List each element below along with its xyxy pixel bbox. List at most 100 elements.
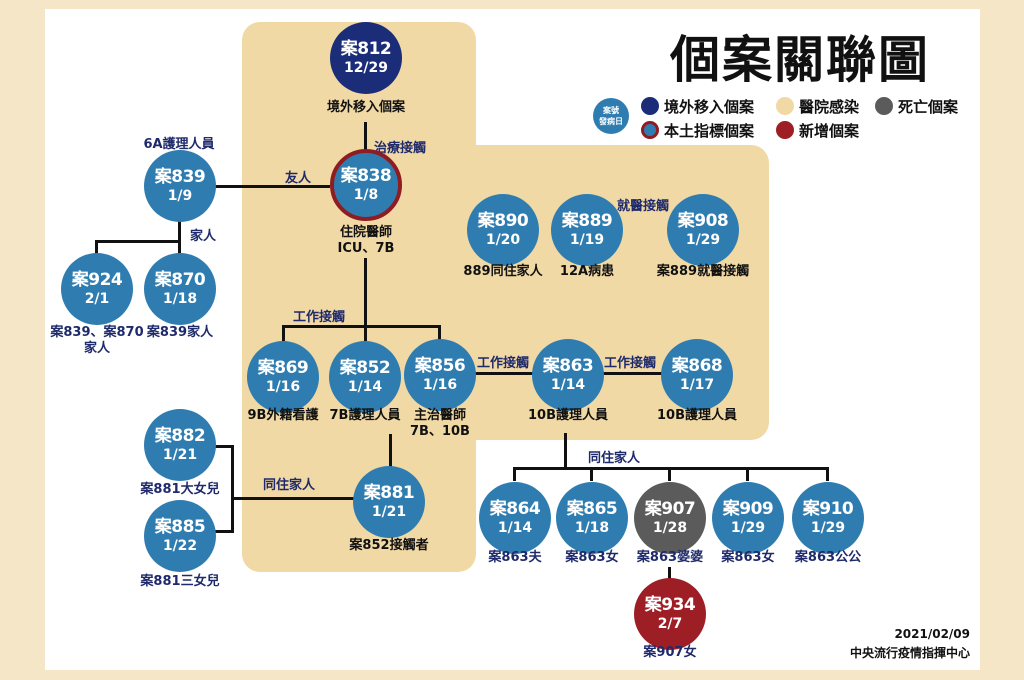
case-id: 案881 bbox=[363, 483, 415, 503]
legend-new-case-icon bbox=[776, 121, 794, 139]
edge-812-838 bbox=[364, 122, 367, 158]
edge-to-852 bbox=[364, 325, 367, 341]
onset-date: 1/14 bbox=[550, 377, 586, 393]
case-id: 案856 bbox=[414, 356, 466, 376]
case-node-870[interactable]: 案870 1/18 bbox=[144, 253, 216, 325]
onset-date: 1/21 bbox=[371, 504, 407, 520]
case-caption: 案881三女兒 bbox=[140, 574, 220, 589]
case-caption: 9B外籍看護 bbox=[247, 408, 319, 423]
onset-date: 1/21 bbox=[162, 447, 198, 463]
case-node-838[interactable]: 案838 1/8 bbox=[330, 149, 402, 221]
case-node-889[interactable]: 案889 1/19 bbox=[551, 194, 623, 266]
edge-to-864 bbox=[513, 467, 516, 481]
case-node-907[interactable]: 案907 1/28 bbox=[634, 482, 706, 554]
case-id: 案852 bbox=[339, 358, 391, 378]
relation-label: 工作接觸 bbox=[604, 356, 657, 371]
case-node-910[interactable]: 案910 1/29 bbox=[792, 482, 864, 554]
case-node-934[interactable]: 案934 2/7 bbox=[634, 578, 706, 650]
case-id: 案889 bbox=[561, 211, 613, 231]
case-caption-line: 住院醫師 bbox=[339, 225, 393, 240]
case-caption: 案881大女兒 bbox=[140, 482, 220, 497]
onset-date: 1/29 bbox=[730, 520, 766, 536]
case-caption: 7B護理人員 bbox=[329, 408, 401, 423]
onset-date: 1/29 bbox=[810, 520, 846, 536]
case-node-881[interactable]: 案881 1/21 bbox=[353, 466, 425, 538]
case-node-839[interactable]: 案839 1/9 bbox=[144, 150, 216, 222]
case-id: 案870 bbox=[154, 270, 206, 290]
edge-to-856 bbox=[438, 325, 441, 341]
onset-date: 1/16 bbox=[265, 379, 301, 395]
case-node-865[interactable]: 案865 1/18 bbox=[556, 482, 628, 554]
onset-date: 1/17 bbox=[679, 377, 715, 393]
case-id: 案839 bbox=[154, 167, 206, 187]
case-node-908[interactable]: 案908 1/29 bbox=[667, 194, 739, 266]
edge-863-family-bar bbox=[513, 467, 829, 470]
onset-date: 1/14 bbox=[497, 520, 533, 536]
relation-label: 同住家人 bbox=[263, 478, 316, 493]
edge-to-909 bbox=[746, 467, 749, 481]
legend-hospital-label: 醫院感染 bbox=[799, 98, 860, 116]
edge-863-868 bbox=[600, 372, 668, 375]
edge-work-bar bbox=[282, 325, 440, 328]
onset-date: 1/8 bbox=[353, 187, 379, 203]
case-id: 案890 bbox=[477, 211, 529, 231]
legend-hospital-icon bbox=[776, 97, 794, 115]
onset-date: 1/19 bbox=[569, 232, 605, 248]
edge-to-924 bbox=[95, 240, 98, 254]
onset-date: 1/9 bbox=[167, 188, 193, 204]
legend-key-onset-date: 發病日 bbox=[599, 117, 623, 126]
case-node-868[interactable]: 案868 1/17 bbox=[661, 339, 733, 411]
case-id: 案934 bbox=[644, 595, 696, 615]
legend-key-case-number: 案號 bbox=[603, 106, 619, 115]
edge-to-882 bbox=[213, 445, 234, 448]
case-id: 案924 bbox=[71, 270, 123, 290]
legend-index-case-label: 本土指標個案 bbox=[664, 122, 755, 140]
case-id: 案864 bbox=[489, 499, 541, 519]
footer-date: 2021/02/09 bbox=[894, 627, 970, 641]
case-node-863[interactable]: 案863 1/14 bbox=[532, 339, 604, 411]
legend-new-case-label: 新增個案 bbox=[799, 122, 860, 140]
case-id: 案838 bbox=[340, 166, 392, 186]
case-node-909[interactable]: 案909 1/29 bbox=[712, 482, 784, 554]
legend-death-icon bbox=[875, 97, 893, 115]
case-caption: 案863女 bbox=[565, 550, 619, 565]
case-id: 案865 bbox=[566, 499, 618, 519]
case-node-812[interactable]: 案812 12/29 bbox=[330, 22, 402, 94]
onset-date: 2/1 bbox=[84, 291, 110, 307]
edge-839-838 bbox=[215, 185, 330, 188]
edge-856-863 bbox=[474, 372, 538, 375]
case-node-882[interactable]: 案882 1/21 bbox=[144, 409, 216, 481]
case-caption: 住院醫師 ICU、7B bbox=[338, 225, 395, 257]
case-caption: 10B護理人員 bbox=[528, 408, 608, 423]
edge-839-family-bar bbox=[95, 240, 181, 243]
case-node-885[interactable]: 案885 1/22 bbox=[144, 500, 216, 572]
case-node-890[interactable]: 案890 1/20 bbox=[467, 194, 539, 266]
case-caption: 案839、案870 家人 bbox=[50, 325, 143, 357]
case-caption: 889同住家人 bbox=[463, 264, 543, 279]
relation-label: 就醫接觸 bbox=[617, 199, 670, 214]
legend-imported-icon bbox=[641, 97, 659, 115]
case-caption-line: ICU、7B bbox=[337, 241, 395, 256]
footer-org: 中央流行疫情指揮中心 bbox=[849, 646, 970, 660]
edge-to-910 bbox=[826, 467, 829, 481]
edge-863-down bbox=[564, 433, 567, 469]
relation-label: 工作接觸 bbox=[477, 356, 530, 371]
onset-date: 1/14 bbox=[347, 379, 383, 395]
case-id: 案907 bbox=[644, 499, 696, 519]
case-node-856[interactable]: 案856 1/16 bbox=[404, 339, 476, 411]
case-node-869[interactable]: 案869 1/16 bbox=[247, 341, 319, 413]
edge-to-907 bbox=[668, 467, 671, 481]
edge-to-865 bbox=[590, 467, 593, 481]
case-node-852[interactable]: 案852 1/14 bbox=[329, 341, 401, 413]
case-node-864[interactable]: 案864 1/14 bbox=[479, 482, 551, 554]
case-node-924[interactable]: 案924 2/1 bbox=[61, 253, 133, 325]
edge-907-934 bbox=[668, 567, 671, 581]
case-caption: 12A病患 bbox=[559, 264, 615, 279]
case-id: 案909 bbox=[722, 499, 774, 519]
case-caption: 案863公公 bbox=[794, 550, 862, 565]
case-caption: 案839家人 bbox=[146, 325, 214, 340]
edge-839-down bbox=[178, 219, 181, 241]
case-id: 案910 bbox=[802, 499, 854, 519]
case-id: 案869 bbox=[257, 358, 309, 378]
case-caption: 案889就醫接觸 bbox=[656, 264, 750, 279]
